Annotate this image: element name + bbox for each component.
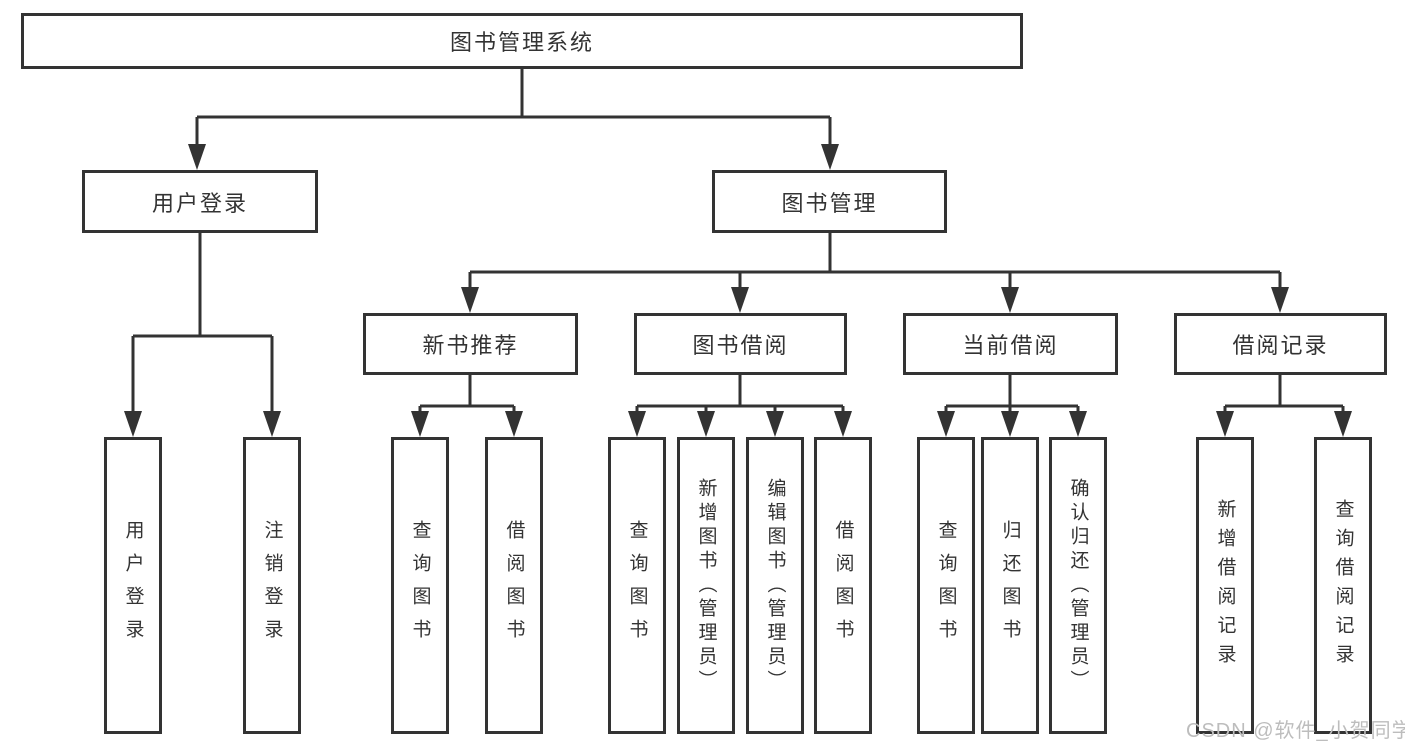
node-new-book-recommend: 新书推荐 [363,313,578,375]
node-book-management: 图书管理 [712,170,947,233]
node-root-label: 图书管理系统 [449,30,594,55]
leaf-cb-confirm-return-admin: 确认归还（管理员） [1049,437,1107,734]
leaf-bb-borrow-books: 借阅图书 [814,437,872,734]
leaf-bb-add-books-admin-label: 新增图书（管理员） [695,477,717,694]
leaf-cb-confirm-return-admin-label: 确认归还（管理员） [1067,477,1089,694]
node-borrow-record-label: 借阅记录 [1232,333,1329,358]
node-new-book-recommend-label: 新书推荐 [422,333,519,358]
leaf-bb-edit-books-admin-label: 编辑图书（管理员） [764,477,786,694]
node-user-login: 用户登录 [82,170,318,233]
leaf-nbr-borrow-books-label: 借阅图书 [503,519,525,652]
node-book-borrow: 图书借阅 [634,313,847,375]
leaf-user-login-label: 用户登录 [122,519,144,652]
node-borrow-record: 借阅记录 [1174,313,1387,375]
leaf-bb-query-books: 查询图书 [608,437,666,734]
leaf-nbr-borrow-books: 借阅图书 [485,437,543,734]
leaf-bb-add-books-admin: 新增图书（管理员） [677,437,735,734]
leaf-nbr-query-books: 查询图书 [391,437,449,734]
node-book-borrow-label: 图书借阅 [692,333,789,358]
leaf-bb-query-books-label: 查询图书 [626,519,648,652]
leaf-br-query-record: 查询借阅记录 [1314,437,1372,734]
node-book-management-label: 图书管理 [781,190,878,216]
leaf-cb-query-books: 查询图书 [917,437,975,734]
csdn-watermark: CSDN @软件_小贺同学 [1186,720,1405,742]
leaf-logout: 注销登录 [243,437,301,734]
node-root: 图书管理系统 [21,13,1023,69]
leaf-cb-query-books-label: 查询图书 [935,519,957,652]
leaf-br-query-record-label: 查询借阅记录 [1332,498,1354,673]
leaf-br-add-record: 新增借阅记录 [1196,437,1254,734]
node-user-login-label: 用户登录 [151,190,248,216]
leaf-bb-borrow-books-label: 借阅图书 [832,519,854,652]
leaf-logout-label: 注销登录 [261,519,283,652]
leaf-br-add-record-label: 新增借阅记录 [1214,498,1236,673]
leaf-cb-return-books: 归还图书 [981,437,1039,734]
leaf-nbr-query-books-label: 查询图书 [409,519,431,652]
leaf-bb-edit-books-admin: 编辑图书（管理员） [746,437,804,734]
leaf-cb-return-books-label: 归还图书 [999,519,1021,652]
node-current-borrow-label: 当前借阅 [962,333,1059,358]
leaf-user-login: 用户登录 [104,437,162,734]
node-current-borrow: 当前借阅 [903,313,1118,375]
